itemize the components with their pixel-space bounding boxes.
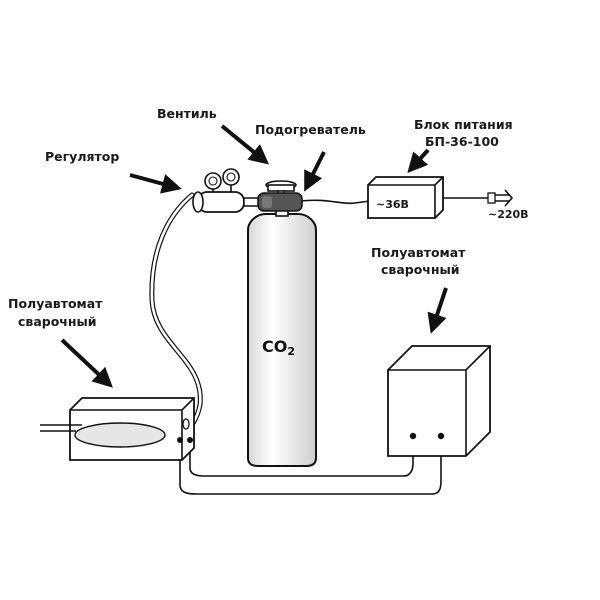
psu-voltage-label: ~36В: [376, 198, 409, 211]
heater-to-psu-wire: [299, 199, 371, 205]
mains-voltage-label: ~220В: [488, 208, 529, 221]
pointer-arrows: [60, 124, 448, 388]
welder-left-label-line1: Полуавтомат: [8, 296, 103, 311]
power-supply-unit: ~36В: [367, 176, 444, 219]
welding-cable-inner: [189, 437, 414, 477]
cylinder-label: CO2: [262, 337, 295, 358]
welder-left: [40, 397, 195, 461]
welding-cable-outer: [179, 437, 442, 495]
heater-label: Подогреватель: [255, 122, 366, 137]
heater: [257, 192, 303, 212]
pressure-gauge-right: [222, 168, 240, 192]
regulator: [192, 168, 259, 213]
regulator-label: Регулятор: [45, 149, 119, 164]
psu-label-line1: Блок питания: [414, 117, 513, 132]
pressure-gauge-left: [204, 172, 222, 192]
psu-label-line2: БП-36-100: [425, 134, 499, 149]
welder-right-label-line2: сварочный: [381, 262, 460, 277]
welder-right-label-line1: Полуавтомат: [371, 245, 466, 260]
welder-left-label-line2: сварочный: [18, 314, 97, 329]
valve-label: Вентиль: [157, 106, 217, 121]
welder-right: [387, 345, 491, 457]
psu-to-mains-wire: [443, 189, 514, 207]
co2-cylinder: CO2: [247, 207, 317, 467]
